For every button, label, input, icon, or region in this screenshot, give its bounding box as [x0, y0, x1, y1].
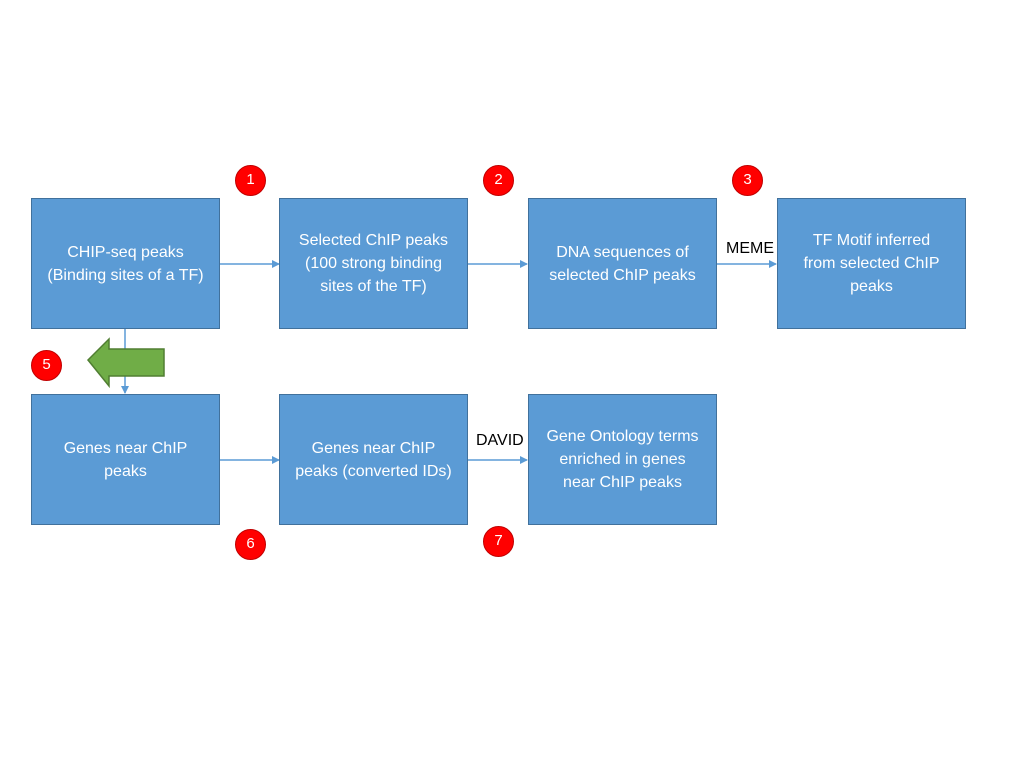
node-gene-ontology: Gene Ontology terms enriched in genes ne… — [528, 394, 717, 525]
step-badge-6: 6 — [235, 529, 266, 560]
step-badge-1: 1 — [235, 165, 266, 196]
node-label-line: enriched in genes — [559, 451, 686, 468]
node-label-line: from selected ChIP — [803, 255, 940, 272]
node-label-line: peaks — [104, 462, 147, 480]
node-label-line: CHIP-seq peaks — [67, 243, 184, 261]
node-label-line: selected ChIP peaks — [549, 266, 696, 284]
node-genes-near-chip: Genes near ChIP peaks — [31, 394, 220, 525]
edge-label-david: DAVID — [476, 432, 524, 449]
green-left-arrow-icon — [86, 337, 165, 389]
step-badge-5: 5 — [31, 350, 62, 381]
node-label-line: Genes near ChIP — [63, 439, 188, 457]
node-chip-seq-peaks: CHIP-seq peaks (Binding sites of a TF) — [31, 198, 220, 329]
node-label-line: peaks — [850, 278, 893, 295]
node-label-line: near ChIP peaks — [563, 474, 682, 491]
node-label-line: Genes near ChIP — [311, 439, 436, 457]
node-selected-chip-peaks: Selected ChIP peaks (100 strong binding … — [279, 198, 468, 329]
node-label-line: (Binding sites of a TF) — [47, 266, 204, 284]
node-dna-sequences: DNA sequences of selected ChIP peaks — [528, 198, 717, 329]
node-tf-motif: TF Motif inferred from selected ChIP pea… — [777, 198, 966, 329]
step-badge-2: 2 — [483, 165, 514, 196]
node-label-line: (100 strong binding — [305, 255, 442, 272]
step-badge-3: 3 — [732, 165, 763, 196]
node-label-line: TF Motif inferred — [812, 232, 931, 249]
edge-label-meme: MEME — [726, 240, 774, 257]
node-label-line: peaks (converted IDs) — [295, 462, 452, 480]
step-badge-7: 7 — [483, 526, 514, 557]
node-genes-converted-ids: Genes near ChIP peaks (converted IDs) — [279, 394, 468, 525]
node-label-line: sites of the TF) — [320, 278, 427, 295]
node-label-line: Selected ChIP peaks — [298, 232, 449, 249]
node-label-line: DNA sequences of — [556, 243, 689, 261]
node-label-line: Gene Ontology terms — [546, 428, 699, 445]
